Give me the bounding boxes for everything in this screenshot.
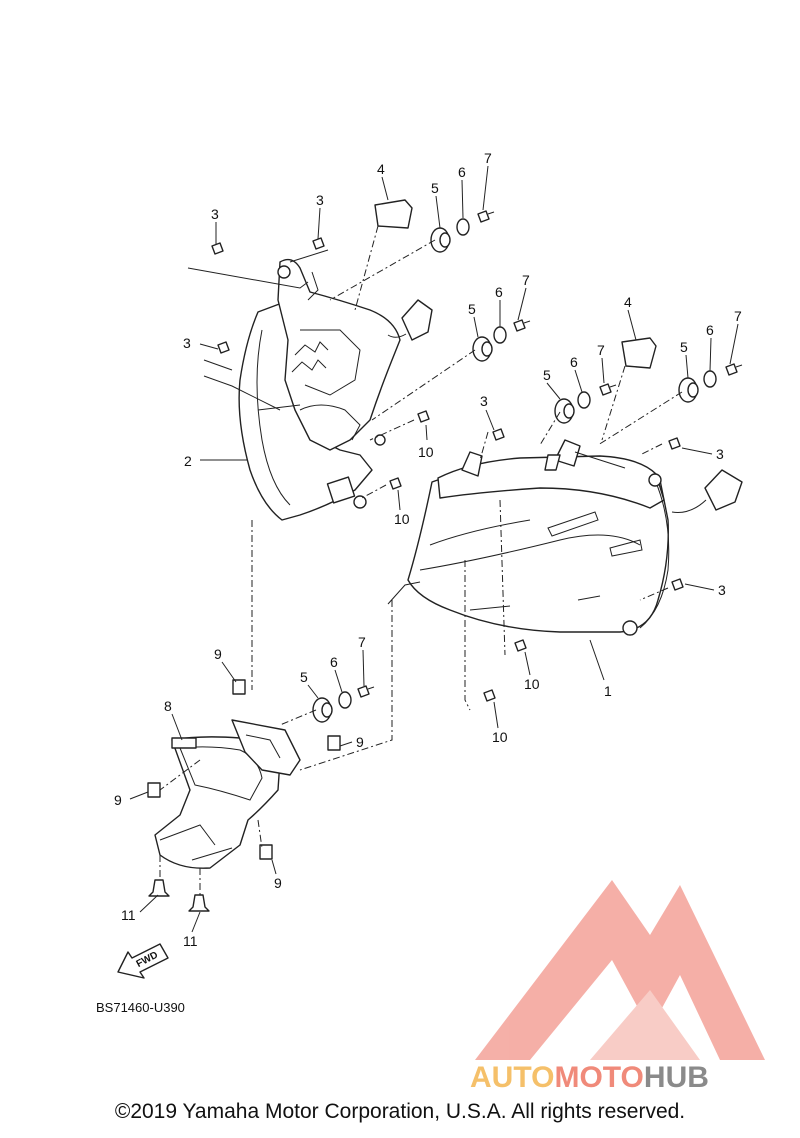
callout-5: 5 <box>431 180 439 196</box>
callout-3: 3 <box>716 446 724 462</box>
callout-1: 1 <box>604 683 612 699</box>
callout-numbers: 1 2 3 3 3 3 3 3 4 4 5 5 5 5 5 6 6 6 6 6 … <box>114 150 742 949</box>
watermark-hub: HUB <box>644 1061 709 1094</box>
callout-6: 6 <box>495 284 503 300</box>
callout-3: 3 <box>718 582 726 598</box>
callout-9: 9 <box>274 875 282 891</box>
callout-11: 11 <box>183 933 198 949</box>
callout-5: 5 <box>300 669 308 685</box>
callout-6: 6 <box>330 654 338 670</box>
leader-lines <box>129 165 739 933</box>
callout-9: 9 <box>214 646 222 662</box>
callout-9: 9 <box>356 734 364 750</box>
callout-2: 2 <box>184 453 192 469</box>
callout-6: 6 <box>458 164 466 180</box>
diagram-code: BS71460-U390 <box>96 1000 185 1015</box>
watermark-moto: MOTO <box>554 1061 643 1094</box>
lower-air-duct <box>154 719 301 869</box>
callout-9: 9 <box>114 792 122 808</box>
callout-5: 5 <box>680 339 688 355</box>
hardware <box>147 199 743 912</box>
watermark-text: AUTOMOTOHUB <box>470 1061 709 1094</box>
copyright-notice: ©2019 Yamaha Motor Corporation, U.S.A. A… <box>114 1100 686 1123</box>
callout-4: 4 <box>624 294 632 310</box>
callout-5: 5 <box>468 301 476 317</box>
callout-5: 5 <box>543 367 551 383</box>
callout-4: 4 <box>377 161 385 177</box>
callout-6: 6 <box>570 354 578 370</box>
callout-3: 3 <box>316 192 324 208</box>
callout-7: 7 <box>522 272 530 288</box>
callout-3: 3 <box>211 206 219 222</box>
right-headlight <box>407 439 743 636</box>
callout-7: 7 <box>597 342 605 358</box>
callout-7: 7 <box>358 634 366 650</box>
callout-11: 11 <box>121 907 136 923</box>
automotohub-logo <box>475 880 765 1060</box>
callout-8: 8 <box>164 698 172 714</box>
callout-3: 3 <box>480 393 488 409</box>
callout-7: 7 <box>484 150 492 166</box>
callout-10: 10 <box>394 511 410 527</box>
callout-6: 6 <box>706 322 714 338</box>
watermark-auto: AUTO <box>470 1061 554 1094</box>
callout-7: 7 <box>734 308 742 324</box>
callout-3: 3 <box>183 335 191 351</box>
fwd-arrow: FWD <box>117 943 169 979</box>
callout-10: 10 <box>492 729 508 745</box>
callout-10: 10 <box>524 676 540 692</box>
left-headlight-housing <box>238 258 433 521</box>
callout-10: 10 <box>418 444 434 460</box>
